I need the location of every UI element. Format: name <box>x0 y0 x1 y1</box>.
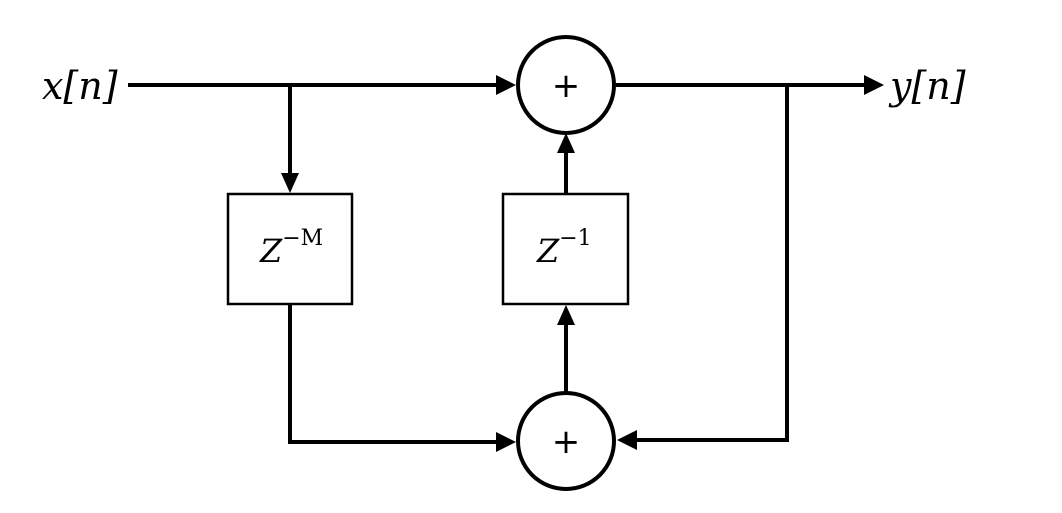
arrowhead-to-delay-1 <box>557 305 575 325</box>
arrowhead-input-to-top-sum <box>496 75 516 95</box>
delay-block-m-label: Z−M <box>259 226 323 270</box>
output-label: y[n] <box>888 64 966 108</box>
arrowhead-feedback-to-bottom-sum <box>617 430 637 450</box>
arrowhead-delay-1-to-top-sum <box>557 133 575 153</box>
arrowhead-delay-m-to-bottom-sum <box>496 432 516 452</box>
top-summing-node-symbol: + <box>552 66 581 106</box>
delay-block-m: Z−M <box>226 192 354 306</box>
delay-block-1: Z−1 <box>501 192 630 306</box>
delay-block-m-base: Z <box>259 232 283 270</box>
arrowhead-output <box>864 75 884 95</box>
bottom-summing-node: + <box>516 391 616 491</box>
delay-block-1-exponent: −1 <box>559 226 591 251</box>
bottom-summing-node-symbol: + <box>552 422 581 462</box>
delay-block-m-exponent: −M <box>282 226 323 251</box>
wire-delay-m-to-bottom-sum <box>288 304 502 444</box>
delay-block-1-base: Z <box>536 232 560 270</box>
input-label: x[n] <box>42 64 118 108</box>
wire-output-feedback <box>632 85 789 442</box>
top-summing-node: + <box>516 35 616 135</box>
delay-block-1-label: Z−1 <box>536 226 592 270</box>
arrowhead-to-delay-m <box>281 173 299 193</box>
